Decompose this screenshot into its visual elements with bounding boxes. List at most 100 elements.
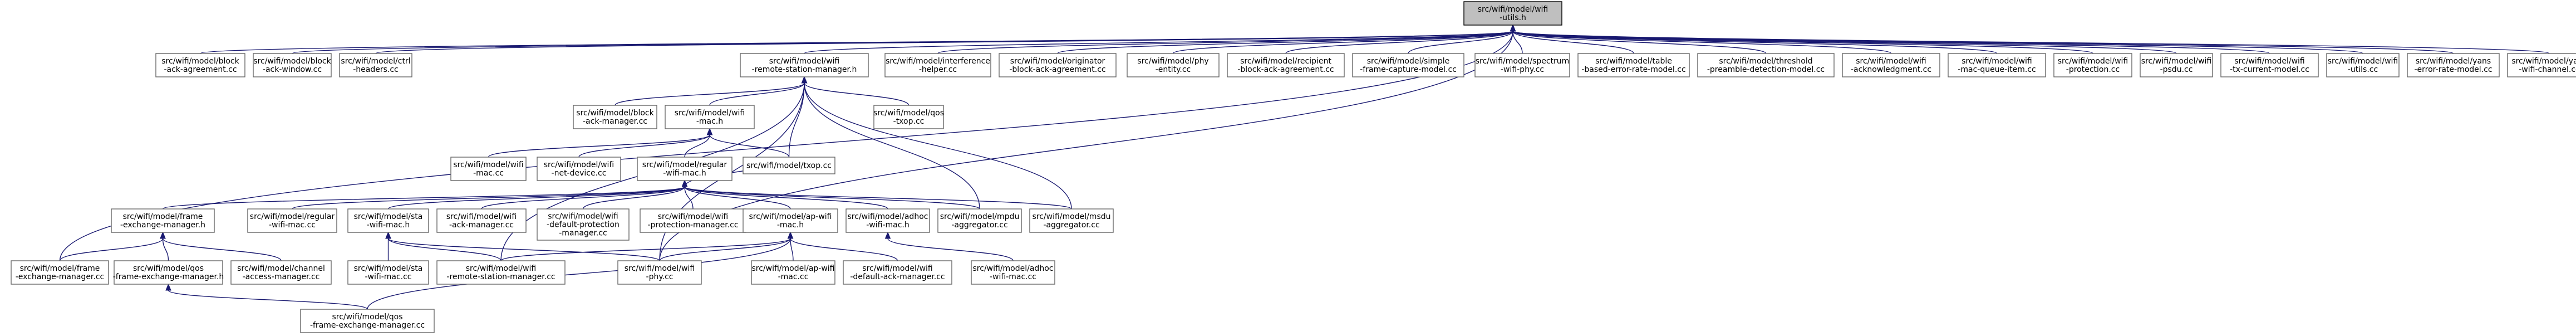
node-label-line: -access-manager.cc [243,272,320,281]
node-yans_wifi_channel[interactable]: src/wifi/model/yans-wifi-channel.cc [2507,53,2576,77]
node-label-line: -exchange-manager.h [120,221,205,230]
node-mac_queue_item[interactable]: src/wifi/model/wifi-mac-queue-item.cc [1948,53,2046,77]
node-label-line: src/wifi/model/mpdu [940,212,1020,221]
node-wifi_protection[interactable]: src/wifi/model/wifi-protection.cc [2053,53,2132,77]
node-rsm_h[interactable]: src/wifi/model/wifi-remote-station-manag… [740,53,869,77]
edge-line [937,31,1513,54]
node-wifi_acknowledgment[interactable]: src/wifi/model/wifi-acknowledgment.cc [1842,53,1940,77]
node-label-line: src/wifi/model/wifi [1478,5,1548,14]
node-label-line: src/wifi/model/ap-wifi [751,264,834,273]
edge-line [684,186,888,210]
node-ap_wifi_mac_cc[interactable]: src/wifi/model/ap-wifi-mac.cc [751,260,835,285]
edge-line [804,82,910,106]
node-regular_wifi_mac_h[interactable]: src/wifi/model/regular-wifi-mac.h [637,157,733,181]
node-wifi_mac_h[interactable]: src/wifi/model/wifi-mac.h [665,105,755,129]
node-block_ack_window[interactable]: src/wifi/model/block-ack-window.cc [253,53,332,77]
node-ack_manager[interactable]: src/wifi/model/wifi-ack-manager.cc [436,208,527,233]
node-label-line: -wifi-mac.h [367,221,410,230]
node-simple_frame_capture[interactable]: src/wifi/model/simple-frame-capture-mode… [1352,53,1464,77]
edge-line [375,31,1513,54]
node-label-line: -entity.cc [1156,65,1191,74]
node-label-line: -phy.cc [646,272,674,281]
node-qos_txop[interactable]: src/wifi/model/qos-txop.cc [873,105,944,129]
edge-line [684,134,710,158]
node-label-line: src/wifi/model/ctrl [341,57,410,66]
node-threshold_preamble[interactable]: src/wifi/model/threshold-preamble-detect… [1697,53,1835,77]
edge-line [1512,31,2550,54]
node-box [537,157,621,181]
node-wifi_phy_cc[interactable]: src/wifi/model/wifi-phy.cc [617,260,702,285]
node-originator_block_ack[interactable]: src/wifi/model/originator-block-ack-agre… [999,53,1117,77]
edge-qos_fem_cc-to-qos_fem_h [165,283,368,310]
node-qos_fem_cc[interactable]: src/wifi/model/qos-frame-exchange-manage… [300,309,435,333]
node-label-line: -protection.cc [2066,65,2120,74]
node-label-line: -mac.h [777,221,804,230]
node-label-line: src/wifi/model/wifi [1962,57,2032,66]
node-sta_wifi_mac_cc[interactable]: src/wifi/model/sta-wifi-mac.cc [347,260,429,285]
node-block_ack_manager[interactable]: src/wifi/model/block-ack-manager.cc [573,105,657,129]
node-protection_manager[interactable]: src/wifi/model/wifi-protection-manager.c… [640,208,746,233]
node-interference_helper[interactable]: src/wifi/model/interference-helper.cc [884,53,991,77]
node-qos_fem_h[interactable]: src/wifi/model/qos-frame-exchange-manage… [113,260,224,285]
node-label-line: src/wifi/model/ap-wifi [749,212,832,221]
node-label-line: src/wifi/model/wifi [675,109,745,118]
node-net_device[interactable]: src/wifi/model/wifi-net-device.cc [537,157,621,181]
edge-line [804,82,1072,210]
node-channel_access[interactable]: src/wifi/model/channel-access-manager.cc [230,260,332,285]
node-box [937,208,1022,233]
node-fem_h[interactable]: src/wifi/model/frame-exchange-manager.h [111,208,215,233]
edge-net_device-to-wifi_mac_h [578,128,713,158]
edge-line [1512,31,1634,54]
node-label-line: src/wifi/model/qos [873,109,944,118]
edge-line [804,31,1513,54]
node-default_ack_manager[interactable]: src/wifi/model/wifi-default-ack-manager.… [843,260,952,285]
arrowhead-icon [1510,24,1516,32]
node-adhoc_wifi_mac_cc[interactable]: src/wifi/model/adhoc-wifi-mac.cc [971,260,1055,285]
node-wifi_mac_cc[interactable]: src/wifi/model/wifi-mac.cc [450,157,527,181]
node-sta_wifi_mac_h[interactable]: src/wifi/model/sta-wifi-mac.h [347,208,429,233]
node-box [640,208,746,233]
node-utils_h[interactable]: src/wifi/model/wifi-utils.h [1463,1,1562,26]
node-msdu_aggregator[interactable]: src/wifi/model/msdu-aggregator.cc [1029,208,1114,233]
node-label-line: -block-ack-agreement.cc [1237,65,1334,74]
node-regular_wifi_mac_cc[interactable]: src/wifi/model/regular-wifi-mac.cc [247,208,337,233]
node-block_ack_agreement[interactable]: src/wifi/model/block-ack-agreement.cc [155,53,245,77]
node-label-line: -wifi-mac.h [663,169,706,178]
node-phy_entity[interactable]: src/wifi/model/phy-entity.cc [1127,53,1220,77]
node-box [111,208,215,233]
edge-line [788,82,805,158]
node-tx_current_model[interactable]: src/wifi/model/wifi-tx-current-model.cc [2220,53,2319,77]
node-label-line: src/wifi/model/wifi [2141,57,2212,66]
node-label-line: -wifi-mac.cc [990,272,1036,281]
node-box [2326,53,2400,77]
node-ctrl_headers[interactable]: src/wifi/model/ctrl-headers.cc [339,53,412,77]
edge-line [387,238,660,261]
node-label-line: src/wifi/model/sta [354,212,423,221]
node-label-line: -remote-station-manager.h [752,65,857,74]
node-label-line: src/wifi/model/table [1595,57,1672,66]
node-wifi_psdu[interactable]: src/wifi/model/wifi-psdu.cc [2140,53,2213,77]
node-mpdu_aggregator[interactable]: src/wifi/model/mpdu-aggregator.cc [937,208,1022,233]
node-fem_cc[interactable]: src/wifi/model/frame-exchange-manager.cc [11,260,109,285]
edge-originator_block_ack-to-utils_h [1057,24,1516,54]
node-box [2407,53,2500,77]
node-box [253,53,332,77]
node-box [155,53,245,77]
node-box [347,208,429,233]
edge-line [684,186,694,210]
node-yans_error_rate[interactable]: src/wifi/model/yans-error-rate-model.cc [2407,53,2500,77]
node-wifi_utils_cc[interactable]: src/wifi/model/wifi-utils.cc [2326,53,2400,77]
node-txop_cc[interactable]: src/wifi/model/txop.cc [743,157,835,174]
node-box [347,260,429,285]
node-ap_wifi_mac_h[interactable]: src/wifi/model/ap-wifi-mac.h [743,208,838,233]
edge-line [481,186,685,210]
node-default_protection[interactable]: src/wifi/model/wifi-default-protection-m… [537,208,630,241]
arrowhead-icon [385,231,391,239]
node-table_based_error[interactable]: src/wifi/model/table-based-error-rate-mo… [1577,53,1690,77]
node-recipient_block_ack[interactable]: src/wifi/model/recipient-block-ack-agree… [1227,53,1345,77]
node-label-line: src/wifi/model/sta [354,264,423,273]
node-rsm_cc[interactable]: src/wifi/model/wifi-remote-station-manag… [436,260,566,285]
node-spectrum_wifi_phy[interactable]: src/wifi/model/spectrum-wifi-phy.cc [1474,53,1570,77]
node-adhoc_wifi_mac_h[interactable]: src/wifi/model/adhoc-wifi-mac.h [845,208,930,233]
